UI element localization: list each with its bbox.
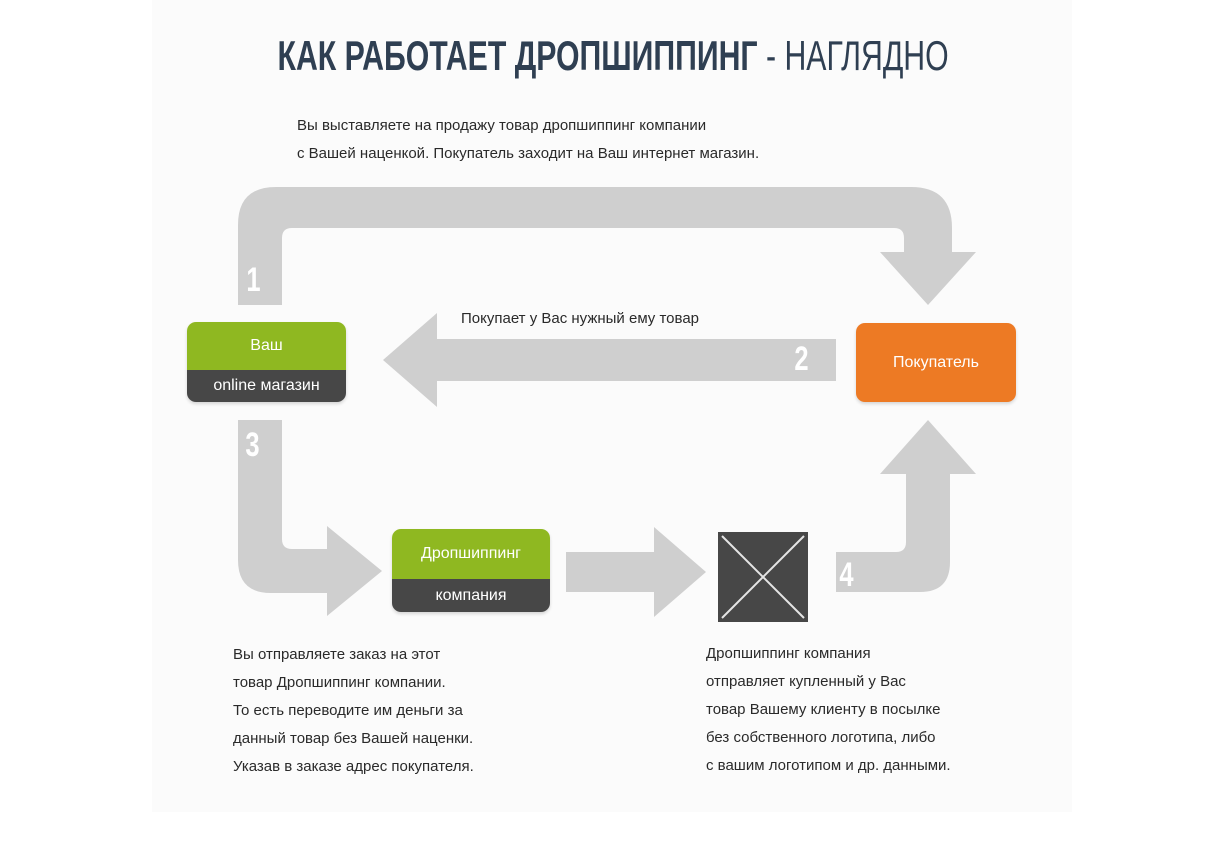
page-title: КАК РАБОТАЕТ ДРОПШИППИНГ - НАГЛЯДНО [171,32,1054,80]
title-light: - НАГЛЯДНО [765,32,949,79]
arrow-4 [836,420,976,592]
shop-node: Ваш online магазин [187,322,346,402]
shop-node-bottom: online магазин [187,370,346,402]
arrow-2 [383,313,836,407]
intro-line: Вы выставляете на продажу товар дропшипп… [297,117,707,134]
intro-text: Вы выставляете на продажу товар дропшипп… [297,112,759,168]
shop-node-top: Ваш [187,322,346,370]
ship-line: с вашим логотипом и др. данными. [706,757,951,774]
order-line: Вы отправляете заказ на этот [233,646,441,663]
order-line: данный товар без Вашей наценки. [233,730,474,747]
arrow-3 [238,420,382,616]
intro-line: с Вашей наценкой. Покупатель заходит на … [297,145,760,162]
dropshipper-node-bottom: компания [392,579,550,612]
step-number-2: 2 [794,340,809,378]
ship-line: отправляет купленный у Вас [706,673,906,690]
ship-line: товар Вашему клиенту в посылке [706,701,941,718]
step-number-1: 1 [246,261,261,299]
ship-text: Дропшиппинг компания отправляет купленны… [706,640,951,780]
step-number-3: 3 [245,426,260,464]
order-line: Указав в заказе адрес покупателя. [233,758,474,775]
arrow-1 [238,187,976,305]
order-line: товар Дропшиппинг компании. [233,674,446,691]
ship-line: Дропшиппинг компания [706,645,871,662]
order-text: Вы отправляете заказ на этот товар Дропш… [233,641,474,781]
title-bold: КАК РАБОТАЕТ ДРОПШИППИНГ [277,32,758,79]
buyer-node: Покупатель [856,323,1016,402]
ship-line: без собственного логотипа, либо [706,729,936,746]
dropshipper-node-top: Дропшиппинг [392,529,550,579]
dropshipper-node: Дропшиппинг компания [392,529,550,612]
diagram-panel [152,0,1072,812]
buy-text: Покупает у Вас нужный ему товар [461,310,700,327]
arrow-dropship-to-package [566,527,706,617]
step-number-4: 4 [839,556,854,594]
package-icon [718,532,808,622]
order-line: То есть переводите им деньги за [233,702,463,719]
